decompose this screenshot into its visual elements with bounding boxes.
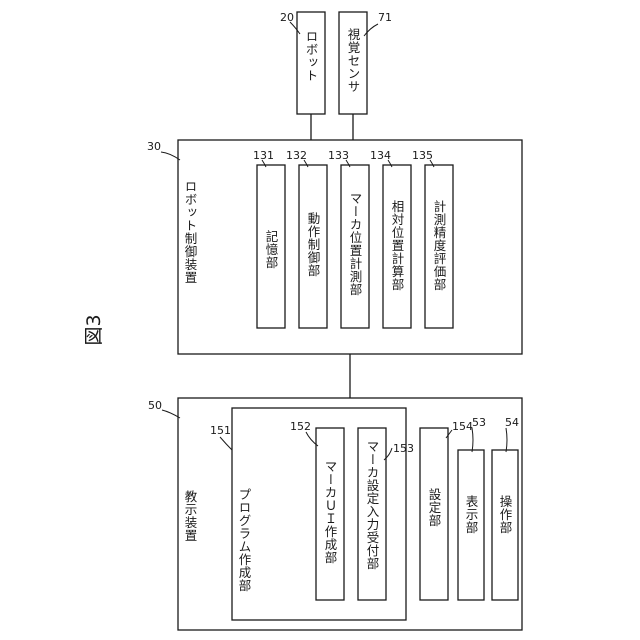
robot-ref: 20	[280, 11, 294, 24]
figure-title: 図3	[83, 314, 105, 345]
teaching-device-ref: 50	[148, 399, 162, 412]
marker-ui-creation-unit-label: マーカＵＩ作成部	[323, 460, 338, 564]
display-unit-ref: 53	[472, 416, 486, 429]
relative-position-calculation-unit-ref: 134	[370, 149, 391, 162]
marker-setting-input-reception-unit-label: マーカ設定入力受付部	[365, 440, 380, 570]
robot-controller-leader-line	[161, 152, 180, 160]
measurement-accuracy-evaluation-unit-label: 計測精度評価部	[432, 199, 447, 291]
operation-unit-ref: 54	[505, 416, 519, 429]
setting-unit-ref: 154	[452, 420, 473, 433]
display-unit-label: 表示部	[464, 495, 479, 534]
teaching-device-label: 教示装置	[183, 489, 198, 542]
storage-unit-label: 記憶部	[264, 229, 279, 269]
robot-controller-label: ロボット制御装置	[183, 180, 198, 284]
marker-setting-input-reception-unit-ref: 153	[393, 442, 414, 455]
vision-sensor-label: 視覚センサ	[346, 27, 361, 93]
vision-sensor-ref: 71	[378, 11, 392, 24]
relative-position-calculation-unit-label: 相対位置計算部	[390, 200, 405, 291]
operation-unit-label: 操作部	[498, 494, 513, 534]
setting-unit-label: 設定部	[427, 487, 442, 527]
motion-control-unit-label: 動作制御部	[306, 212, 321, 277]
marker-position-measurement-unit-ref: 133	[328, 149, 349, 162]
marker-position-measurement-unit-label: マーカ位置計測部	[348, 192, 363, 296]
marker-ui-creation-unit-ref: 152	[290, 420, 311, 433]
motion-control-unit-ref: 132	[286, 149, 307, 162]
teaching-device-leader-line	[162, 410, 180, 418]
robot-controller-ref: 30	[147, 140, 161, 153]
robot-label: ロボット	[304, 30, 319, 82]
program-creation-unit-label: プログラム作成部	[237, 488, 252, 592]
program-creation-unit-ref: 151	[210, 424, 231, 437]
storage-unit-ref: 131	[253, 149, 274, 162]
measurement-accuracy-evaluation-unit-ref: 135	[412, 149, 433, 162]
